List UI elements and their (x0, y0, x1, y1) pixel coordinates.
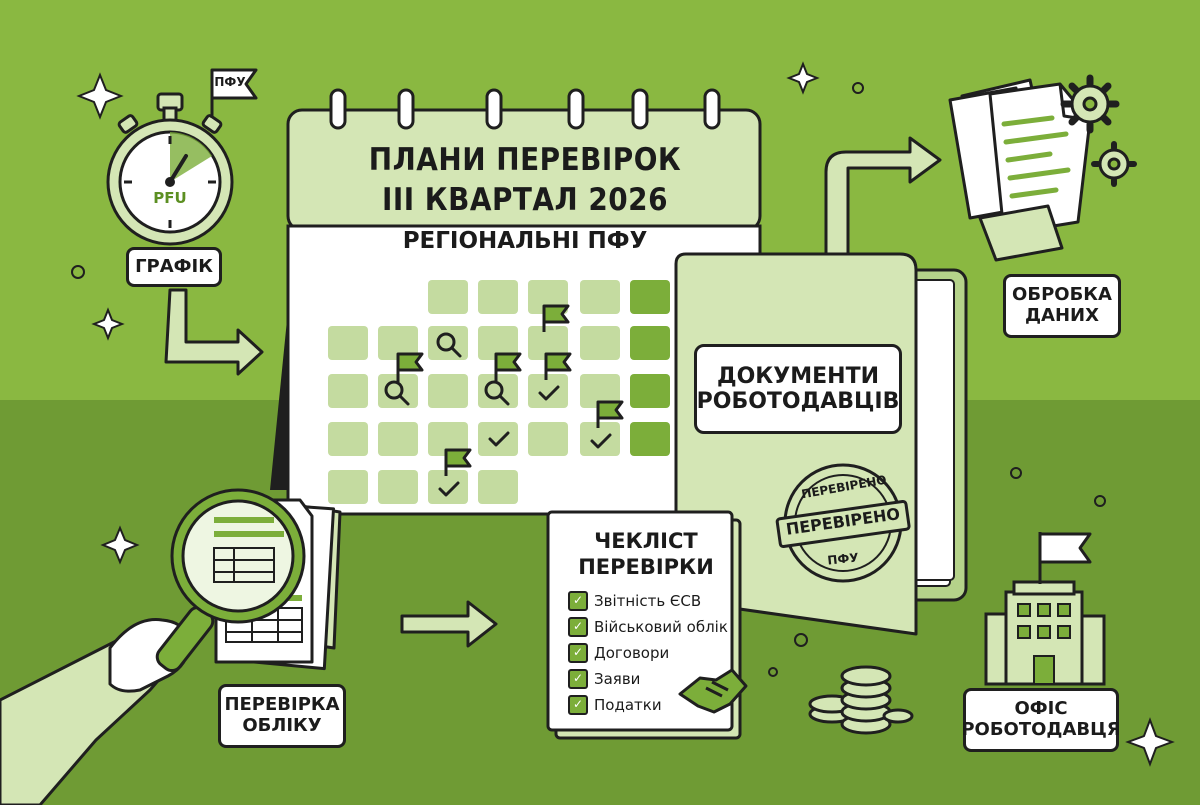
checklist-item-label: Військовий облік (594, 618, 728, 636)
office-label-line1: ОФІС (1014, 698, 1068, 720)
checklist-item: ✓ Податки (568, 694, 662, 716)
office-label: ОФІС РОБОТОДАВЦЯ (961, 688, 1121, 752)
checklist-title: ЧЕКЛІСТ ПЕРЕВІРКИ (553, 528, 739, 580)
stopwatch-dial-label: PFU (153, 189, 187, 207)
folder-label-line2: РОБОТОДАВЦІВ (696, 389, 900, 414)
checklist-item-label: Звітність ЄСВ (594, 592, 702, 610)
calendar-title-line2: ІІІ КВАРТАЛ 2026 (382, 182, 668, 218)
office-building-icon (984, 532, 1106, 686)
calendar-title-line1: ПЛАНИ ПЕРЕВІРОК (368, 142, 682, 178)
dot-decoration (71, 82, 1106, 677)
checklist-item: ✓ Військовий облік (568, 616, 728, 638)
documents-icon (948, 78, 1092, 262)
stopwatch-flag-label: ПФУ (214, 75, 246, 89)
magnifier-icon (155, 488, 306, 673)
folder-label-line1: ДОКУМЕНТИ (717, 363, 879, 389)
calendar-subtitle: РЕГІОНАЛЬНІ ПФУ (402, 228, 648, 254)
flow-arrow-folder-to-processing (824, 136, 942, 272)
checkmark-icon: ✓ (568, 669, 588, 689)
checklist-item: ✓ Звітність ЄСВ (568, 590, 701, 612)
gear-icon (1091, 141, 1137, 187)
checklist-item-label: Договори (594, 644, 670, 662)
checkmark-icon: ✓ (568, 695, 588, 715)
flow-arrow-audit-to-checklist (400, 600, 498, 648)
sparkle-icon (76, 61, 1175, 767)
checkmark-icon: ✓ (568, 617, 588, 637)
stopwatch-icon (106, 68, 258, 246)
flow-arrow-graphik-to-calendar (164, 288, 264, 376)
checklist-title-line1: ЧЕКЛІСТ (594, 529, 698, 553)
checklist-item-label: Заяви (594, 670, 641, 688)
coins-icon (808, 665, 914, 735)
processing-label-line2: ДАНИХ (1025, 305, 1099, 326)
office-label-line2: РОБОТОДАВЦЯ (961, 719, 1121, 740)
checkmark-icon: ✓ (568, 591, 588, 611)
checklist-title-line2: ПЕРЕВІРКИ (578, 555, 714, 579)
gear-icon (1060, 74, 1120, 134)
folder-label: ДОКУМЕНТИ РОБОТОДАВЦІВ (694, 344, 902, 434)
calendar-title: ПЛАНИ ПЕРЕВІРОК ІІІ КВАРТАЛ 2026 (290, 140, 760, 220)
audit-label-line2: ОБЛІКУ (242, 715, 322, 736)
processing-label-line1: ОБРОБКА (1012, 284, 1112, 306)
checklist-item-label: Податки (594, 696, 662, 714)
handshake-icon (678, 668, 748, 714)
audit-label: ПЕРЕВІРКА ОБЛІКУ (218, 684, 346, 748)
stamp-icon (775, 463, 911, 583)
audit-label-line1: ПЕРЕВІРКА (224, 694, 340, 716)
checklist-item: ✓ Заяви (568, 668, 640, 690)
processing-label: ОБРОБКА ДАНИХ (1003, 274, 1121, 338)
checkmark-icon: ✓ (568, 643, 588, 663)
hand-icon (0, 618, 190, 805)
checklist-item: ✓ Договори (568, 642, 669, 664)
grafik-label: ГРАФІК (126, 247, 222, 287)
